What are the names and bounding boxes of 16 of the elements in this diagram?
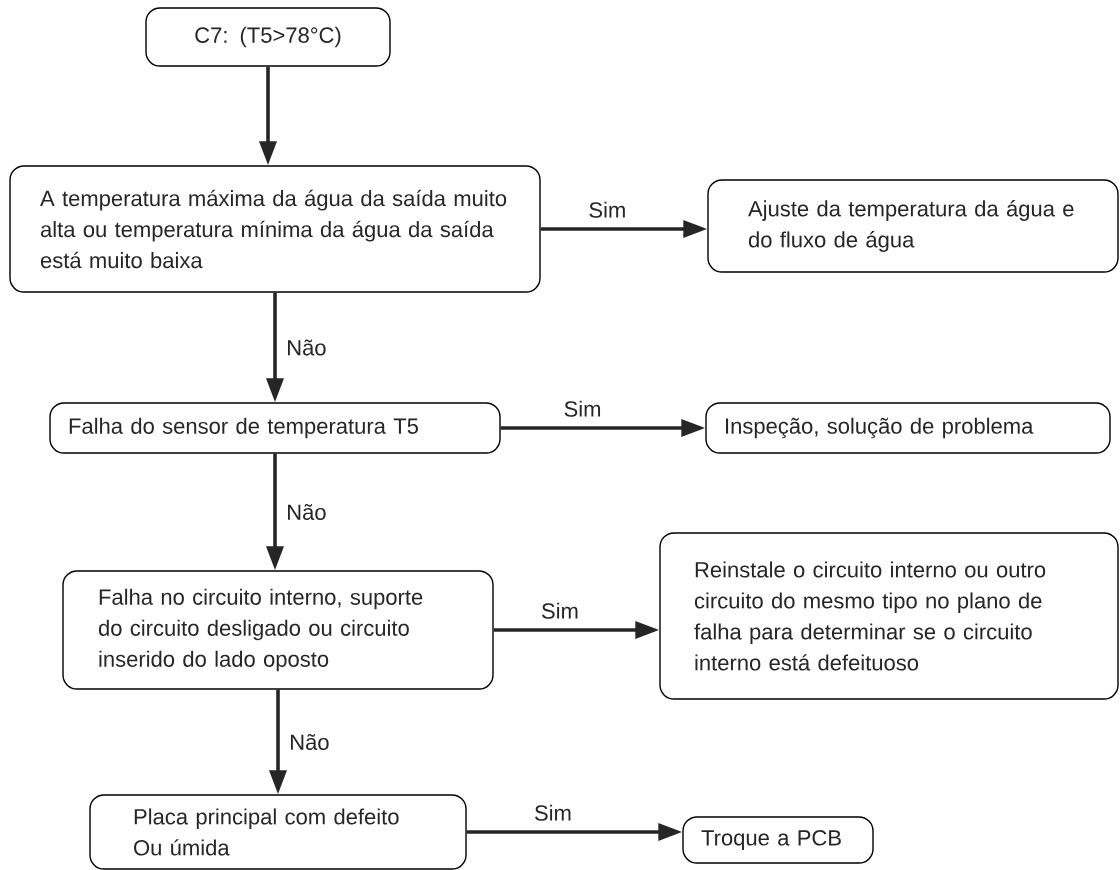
process-box: Ajuste da temperatura da água e do fluxo de água — [707, 179, 1119, 273]
process-box: C7: (T5>78°C) — [145, 7, 391, 67]
edge-label: Sim — [562, 399, 603, 418]
process-box: Troque a PCB — [682, 816, 874, 864]
process-box: Inspeção, solução de problema — [705, 402, 1111, 454]
process-box: Reinstale o circuito interno ou outro circuito do mesmo tipo no plano de falha para determinar se o circuito interno está defeituoso — [659, 532, 1119, 700]
edge-label: Sim — [533, 803, 573, 822]
edge-label: Sim — [540, 601, 580, 620]
process-box: A temperatura máxima da água da saída muito alta ou temperatura mínima da água da saída está muito baixa — [9, 165, 541, 293]
edge-label: Não — [285, 338, 328, 357]
process-box: Falha no circuito interno, suporte do circuito desligado ou circuito inserido do lado oposto — [62, 570, 494, 690]
edge-label: Sim — [587, 200, 628, 219]
edge-label: Não — [288, 733, 331, 751]
process-box: Falha do sensor de temperatura T5 — [49, 402, 501, 454]
process-box: Placa principal com defeito Ou úmida — [89, 794, 467, 870]
edge-label: Não — [285, 503, 328, 521]
